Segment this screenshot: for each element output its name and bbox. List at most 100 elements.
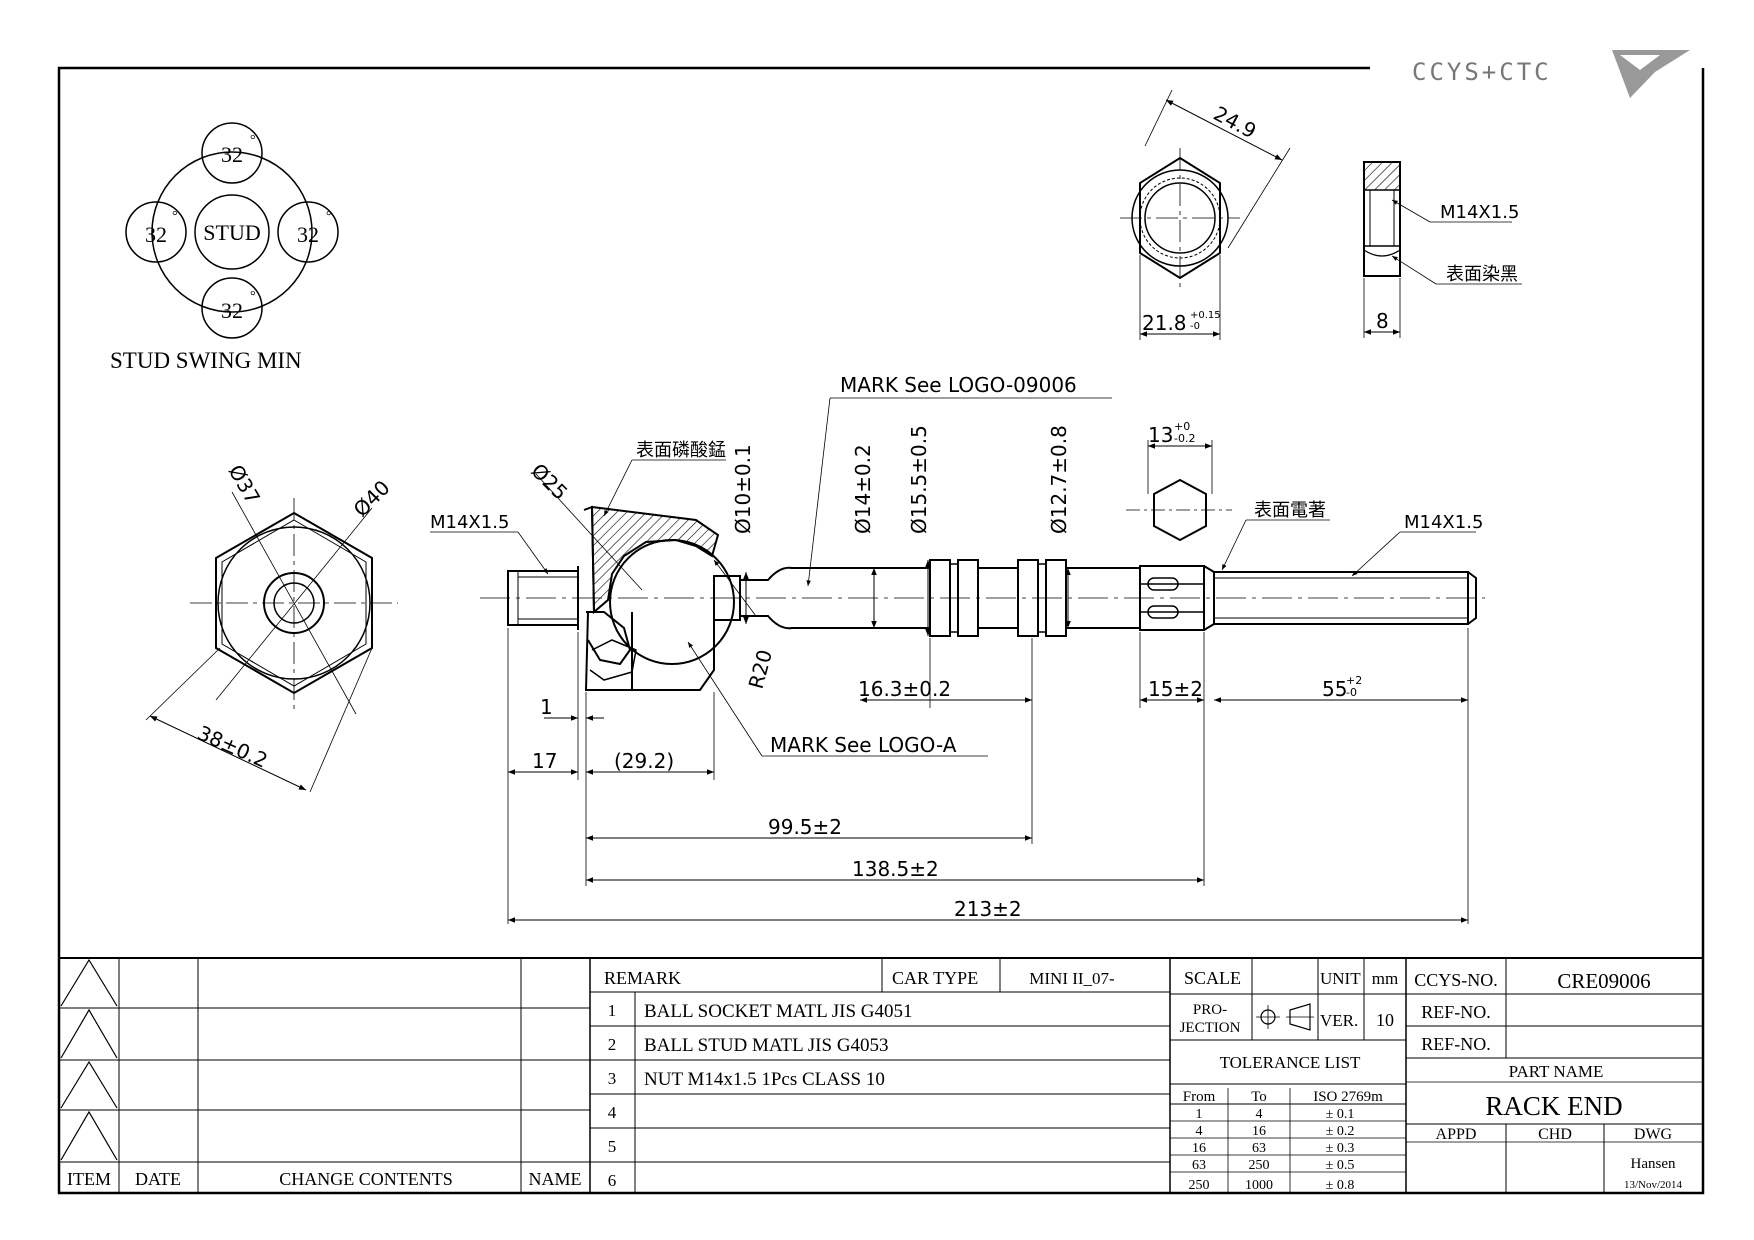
ver-value: 10 (1376, 1010, 1394, 1030)
svg-text:250: 250 (1189, 1178, 1210, 1193)
svg-text:1: 1 (1196, 1107, 1203, 1122)
remark-row-3: NUT M14x1.5 1Pcs CLASS 10 (644, 1069, 885, 1090)
projection-label: PRO- (1193, 1002, 1227, 1018)
dia-14-label: Ø14±0.2 (851, 444, 875, 534)
hex-cross-section: 13 +0 -0.2 (1126, 420, 1232, 542)
ball-socket-housing (583, 505, 735, 691)
mark-logo-09006: MARK See LOGO-09006 (840, 373, 1077, 397)
nut-front-view: 24.9 21.8 +0.15 -0 (1120, 89, 1291, 340)
end-view-dia-40: Ø40 (349, 475, 395, 521)
swing-angle-left: 32 (145, 222, 167, 247)
svg-text:± 0.3: ± 0.3 (1326, 1141, 1355, 1156)
part-name-value: RACK END (1485, 1091, 1622, 1121)
ref-no-label-1: REF-NO. (1421, 1002, 1491, 1022)
company-logo: CCYS+CTC (1412, 50, 1690, 98)
swing-angle-top: 32 (221, 142, 243, 167)
svg-text:± 0.1: ± 0.1 (1326, 1107, 1355, 1122)
end-view: Ø37 Ø40 38±0.2 (145, 461, 398, 793)
dwg-name: Hansen (1631, 1156, 1676, 1172)
svg-text:2: 2 (608, 1035, 617, 1054)
end-view-dia-37: Ø37 (224, 461, 265, 509)
nut-thickness: 8 (1376, 309, 1389, 333)
nut-across-corners: 24.9 (1210, 101, 1261, 143)
swing-angle-right: 32 (297, 222, 319, 247)
svg-text:16: 16 (1192, 1141, 1206, 1156)
dim-138-5: 138.5±2 (852, 857, 939, 881)
rev-header-name: NAME (529, 1169, 582, 1189)
remark-block: REMARK CAR TYPE MINI II_07- 1 2 3 4 5 6 … (590, 958, 1171, 1193)
svg-text:± 0.2: ± 0.2 (1326, 1124, 1355, 1139)
svg-text:°: ° (172, 209, 178, 224)
svg-text:°: ° (250, 133, 256, 148)
remark-row-1: BALL SOCKET MATL JIS G4051 (644, 1001, 912, 1022)
nut-across-flats-tol-upper: +0.15 (1190, 310, 1221, 321)
logo-text: CCYS+CTC (1412, 58, 1552, 86)
svg-text:3: 3 (608, 1069, 617, 1088)
svg-text:63: 63 (1252, 1141, 1266, 1156)
remark-row-2: BALL STUD MATL JIS G4053 (644, 1035, 889, 1056)
thread-left-note: M14X1.5 (430, 512, 509, 533)
svg-text:°: ° (250, 289, 256, 304)
dim-15: 15±2 (1148, 677, 1203, 701)
stud-center-label: STUD (203, 220, 260, 245)
dim-99-5: 99.5±2 (768, 815, 842, 839)
swing-angle-bottom: 32 (221, 298, 243, 323)
rev-header-item: ITEM (67, 1169, 111, 1189)
svg-text:6: 6 (608, 1171, 617, 1190)
svg-text:JECTION: JECTION (1180, 1020, 1241, 1036)
rev-header-change: CHANGE CONTENTS (279, 1169, 453, 1189)
svg-text:1: 1 (608, 1001, 617, 1020)
mark-logo-a: MARK See LOGO-A (770, 733, 957, 757)
hex-13-tol-lower: -0.2 (1174, 432, 1195, 445)
svg-text:4: 4 (1256, 1107, 1263, 1122)
rev-header-date: DATE (135, 1169, 181, 1189)
nut-thread-note: M14X1.5 (1440, 202, 1519, 223)
scale-label: SCALE (1184, 968, 1241, 988)
revision-block: ITEM DATE CHANGE CONTENTS NAME (59, 957, 1703, 1193)
end-view-width: 38±0.2 (194, 721, 271, 773)
dim-55: 55 (1322, 677, 1347, 701)
part-name-label: PART NAME (1509, 1062, 1604, 1081)
dim-55-tol-lower: -0 (1346, 686, 1357, 699)
surface-phosphate-note: 表面磷酸錳 (636, 440, 726, 461)
dia-12-7-label: Ø12.7±0.8 (1047, 425, 1071, 534)
length-dimensions: 16.3±0.2 15±2 55 +2 -0 1 17 (29.2) 99.5±… (507, 628, 1469, 924)
dwg-label: DWG (1634, 1126, 1673, 1143)
drawing-border (57, 66, 1705, 1195)
nut-surface-note: 表面染黑 (1446, 264, 1518, 285)
dim-29-2: (29.2) (614, 749, 674, 773)
ref-no-label-2: REF-NO. (1421, 1034, 1491, 1054)
ver-label: VER. (1320, 1011, 1358, 1030)
svg-text:63: 63 (1192, 1158, 1206, 1173)
right-threaded-rod (1213, 571, 1477, 625)
r20-label: R20 (744, 647, 777, 691)
third-angle-projection-icon (1256, 1003, 1314, 1031)
svg-text:To: To (1251, 1089, 1267, 1105)
svg-text:ISO 2769m: ISO 2769m (1313, 1089, 1383, 1105)
surface-plated-note: 表面電著 (1254, 500, 1326, 521)
car-type-label: CAR TYPE (892, 968, 978, 988)
svg-text:4: 4 (1196, 1124, 1203, 1139)
stud-swing-diagram: STUD 32 32 32 32 ° ° ° ° STUD SWING MIN (110, 122, 339, 373)
unit-label: UNIT (1320, 969, 1361, 988)
dwg-date: 13/Nov/2014 (1624, 1179, 1683, 1191)
leader-notes: MARK See LOGO-09006 表面磷酸錳 表面電著 M14X1.5 M… (430, 373, 1483, 757)
svg-text:From: From (1183, 1089, 1216, 1105)
unit-value: mm (1372, 969, 1398, 988)
thread-right-note: M14X1.5 (1404, 512, 1483, 533)
dim-55-tol-upper: +2 (1346, 674, 1362, 687)
svg-text:16: 16 (1252, 1124, 1266, 1139)
hex-13-dim: 13 (1148, 423, 1173, 447)
appd-label: APPD (1436, 1126, 1477, 1143)
dim-16-3: 16.3±0.2 (858, 677, 951, 701)
dia-15-5-label: Ø15.5±0.5 (907, 425, 931, 534)
svg-text:± 0.5: ± 0.5 (1326, 1158, 1355, 1173)
stud-center-circle (194, 194, 270, 270)
rack-end-main-view: 13 +0 -0.2 MARK See LOGO-09006 表面磷酸錳 表面電… (430, 373, 1485, 924)
svg-text:°: ° (326, 209, 332, 224)
dim-213: 213±2 (954, 897, 1022, 921)
svg-text:1000: 1000 (1245, 1178, 1273, 1193)
dia-25-label: Ø25 (526, 459, 572, 505)
nut-side-view: 8 M14X1.5 表面染黑 (1363, 161, 1522, 338)
